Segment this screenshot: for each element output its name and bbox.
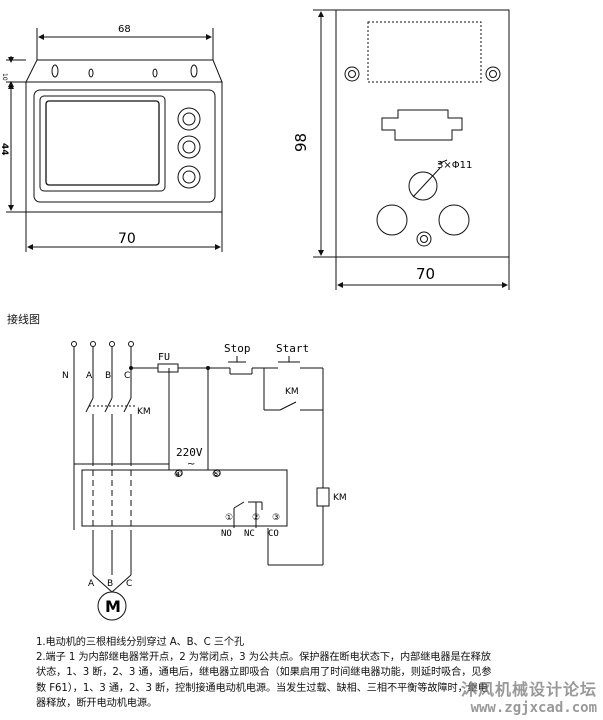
motor-label-b: B: [107, 579, 113, 589]
no-label: NO: [221, 529, 232, 539]
motor-symbol: M: [105, 597, 121, 616]
co-label: CO: [268, 529, 279, 539]
stop-label: Stop: [224, 342, 251, 355]
voltage-label: 220V: [176, 446, 203, 459]
hold-contact-label: KM: [285, 387, 299, 397]
note-line: 2.端子 1 为内部继电器常开点，2 为常闭点，3 为公共点。保护器在断电状态下…: [36, 652, 491, 664]
front-side-large-dim: 44: [0, 143, 9, 156]
wiring-diagram: N A B C KM FU Stop Start KM KM 220V ~ ④ …: [62, 341, 347, 621]
rear-width-dim: 70: [416, 265, 435, 283]
line-label-a: A: [86, 371, 93, 381]
section-title: 接线图: [7, 313, 40, 326]
terminal-3: ③: [272, 513, 280, 523]
notes-block: 1.电动机的三根相线分别穿过 A、B、C 三个孔 2.端子 1 为内部继电器常开…: [36, 635, 591, 711]
watermark: 沐风机械设计论坛 www.zgjxcad.com: [461, 676, 597, 716]
note-line: 器释放，断开电动机电源。: [36, 697, 158, 709]
note-line: 状态，1、3 断，2、3 通，通电后，继电器立即吸合（如果启用了时间继电器功能，…: [36, 667, 492, 679]
nc-label: NC: [244, 529, 255, 539]
motor-label-a: A: [88, 579, 95, 589]
line-label-n: N: [62, 371, 69, 381]
fuse-label: FU: [158, 352, 170, 363]
front-side-small-dim: 10: [1, 73, 8, 81]
rear-hole-dim: 3×Φ11: [437, 160, 472, 171]
start-label: Start: [276, 342, 309, 355]
front-width-bottom-dim: 70: [118, 231, 136, 247]
motor-label-c: C: [126, 579, 132, 589]
front-width-top-dim: 68: [118, 24, 131, 35]
terminal-5: ⑤: [212, 470, 220, 480]
terminal-4: ④: [174, 470, 182, 480]
terminal-1: ①: [225, 513, 233, 523]
note-line: 数 F61），1、3 通，2、3 断，控制接通电动机电源。当发生过载、缺相、三相…: [36, 682, 488, 694]
main-contactor-label: KM: [137, 407, 151, 417]
line-label-b: B: [105, 371, 111, 381]
line-label-c: C: [124, 371, 130, 381]
rear-height-dim: 98: [292, 133, 310, 152]
watermark-url: www.zgjxcad.com: [470, 700, 597, 716]
front-view-drawing: 68 10 44 70 3×Φ11 98 70: [0, 9, 510, 290]
note-line: 1.电动机的三根相线分别穿过 A、B、C 三个孔: [36, 637, 245, 648]
voltage-tilde: ~: [187, 459, 195, 470]
terminal-2: ②: [252, 513, 260, 523]
watermark-text: 沐风机械设计论坛: [460, 680, 597, 699]
coil-label: KM: [333, 493, 347, 503]
